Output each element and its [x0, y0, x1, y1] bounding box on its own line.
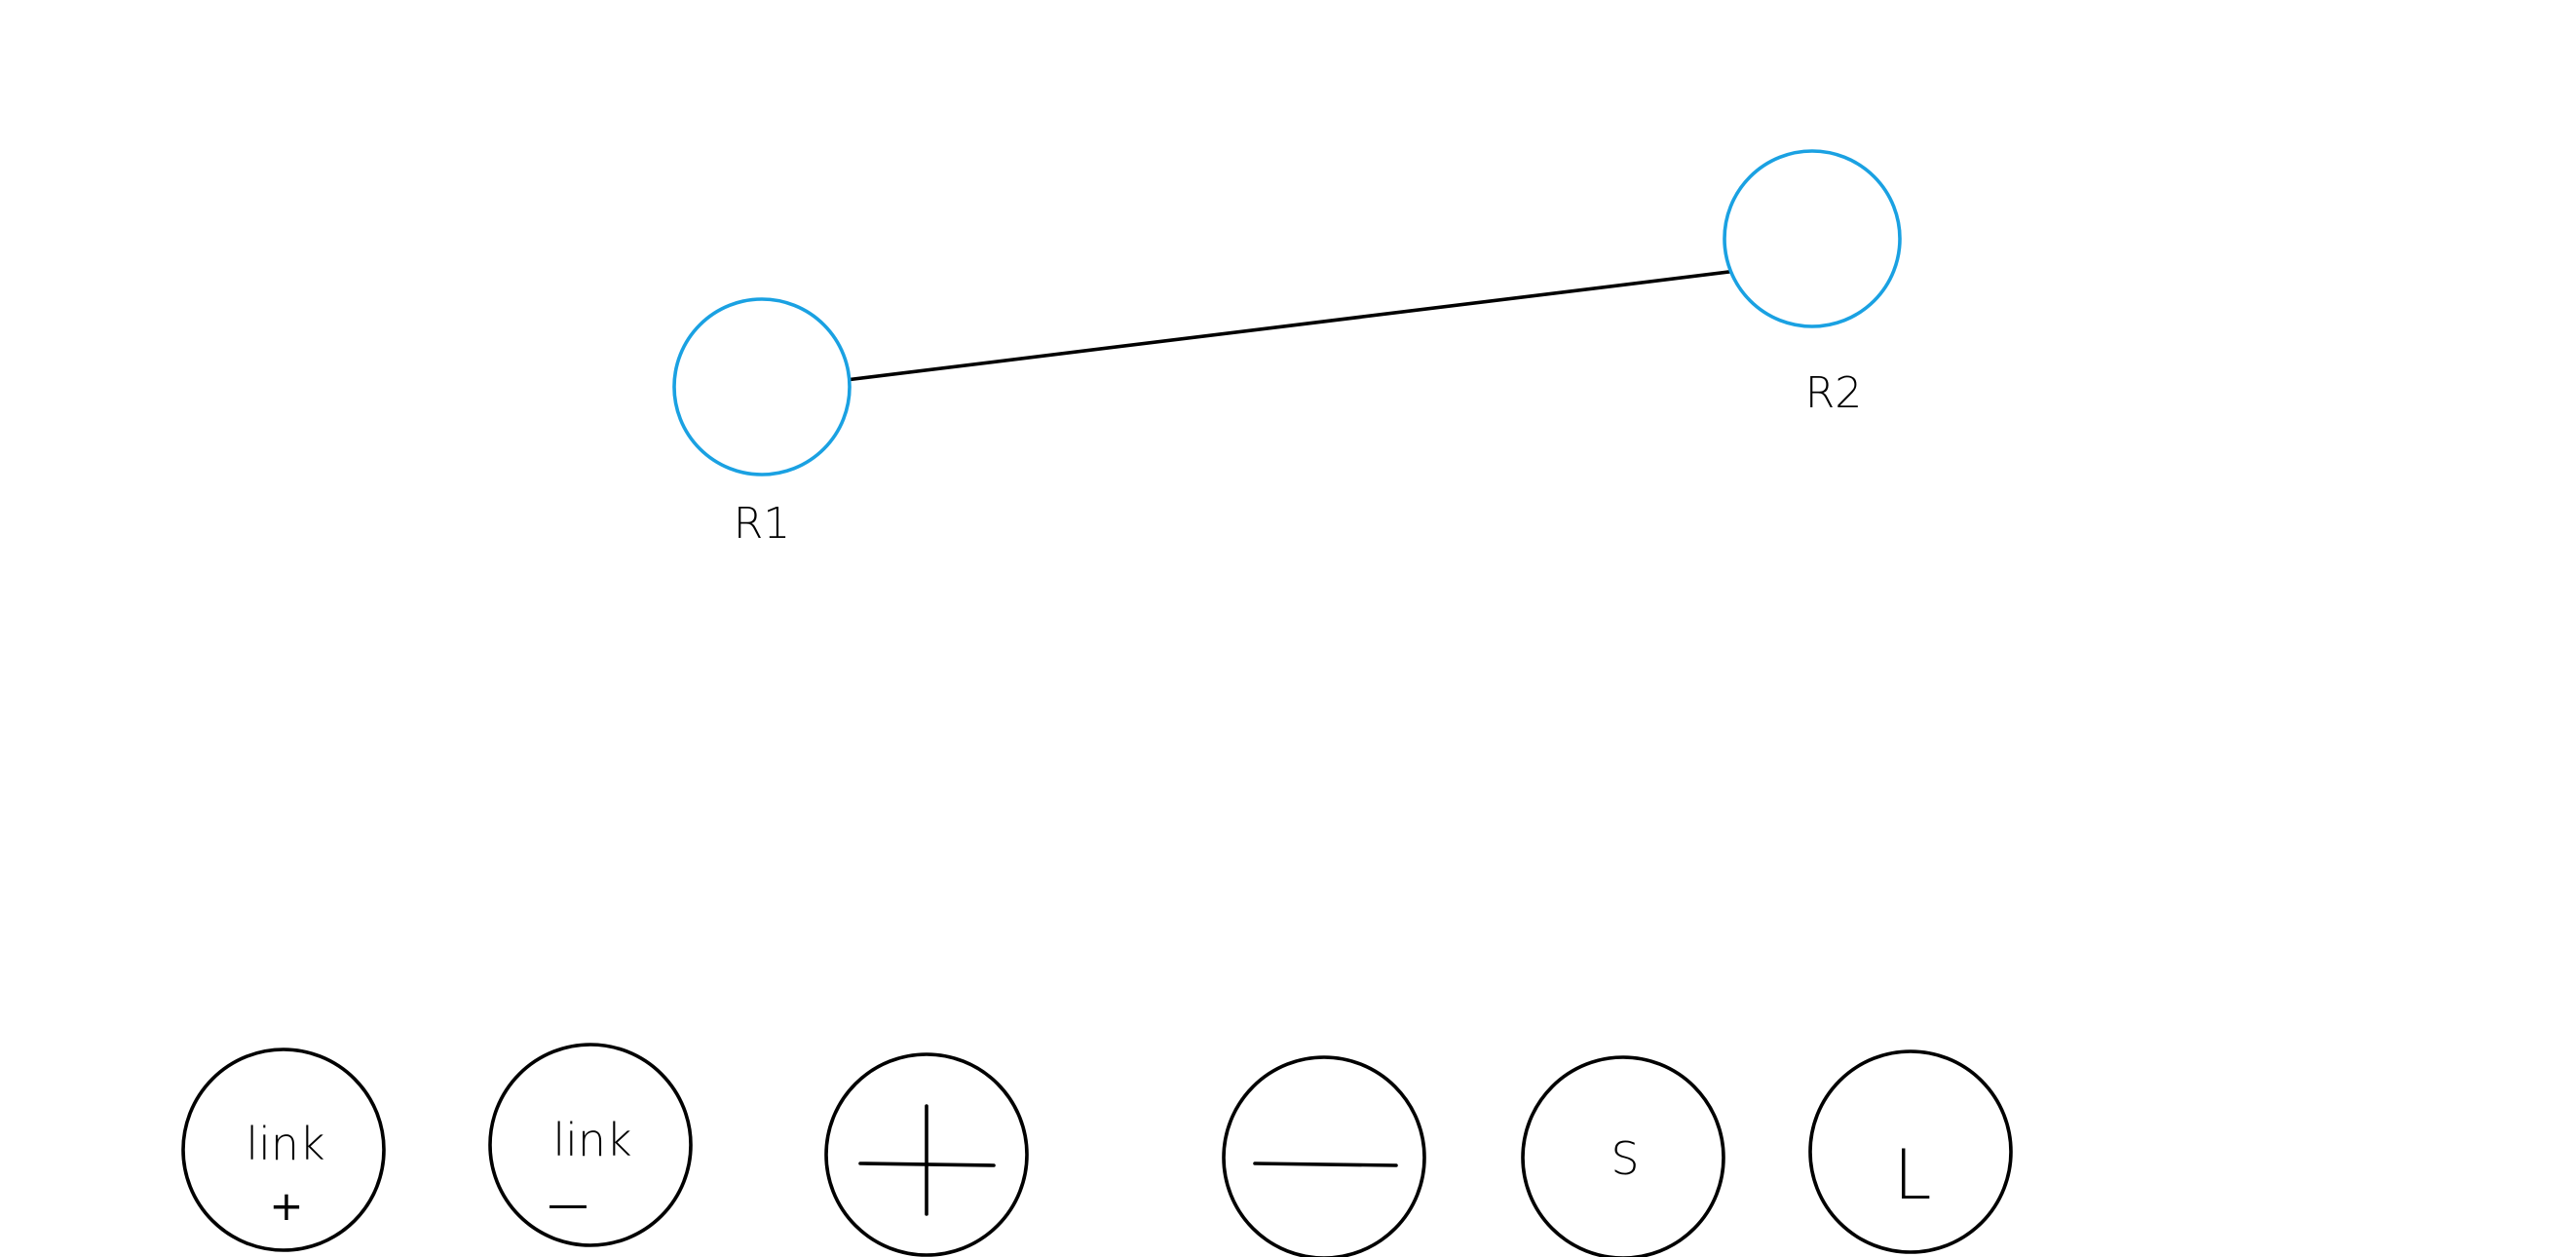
- save-label: S: [1610, 1132, 1639, 1185]
- router-r2-node[interactable]: [1723, 149, 1902, 328]
- router-r2-label: R2: [1805, 368, 1863, 418]
- add-router-button[interactable]: [824, 1052, 1029, 1257]
- remove-link-sub-label: —: [548, 1180, 588, 1228]
- link-r1-r2[interactable]: [844, 269, 1739, 382]
- add-link-sub-label: +: [269, 1182, 303, 1230]
- router-r1-node[interactable]: [672, 297, 852, 476]
- save-button[interactable]: S: [1521, 1055, 1725, 1257]
- remove-link-button[interactable]: link —: [488, 1043, 693, 1247]
- plus-icon: [858, 1104, 996, 1216]
- remove-router-button[interactable]: [1222, 1055, 1426, 1257]
- add-link-label: link: [246, 1118, 324, 1170]
- router-r1[interactable]: R1: [672, 297, 852, 549]
- load-button[interactable]: L: [1808, 1049, 2013, 1254]
- router-r1-label: R1: [734, 499, 791, 549]
- remove-link-label: link: [552, 1114, 631, 1166]
- router-r2[interactable]: R2: [1723, 149, 1902, 418]
- minus-icon: [1253, 1162, 1398, 1167]
- load-label: L: [1894, 1135, 1932, 1215]
- add-link-button[interactable]: link +: [181, 1048, 386, 1252]
